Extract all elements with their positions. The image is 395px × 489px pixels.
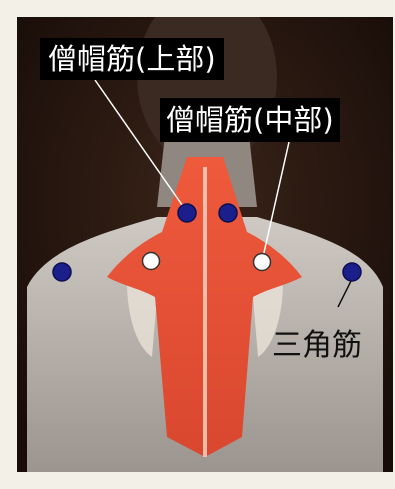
- back-illustration: [17, 17, 393, 472]
- trapezius-upper-label: 僧帽筋(上部): [40, 38, 224, 80]
- deltoid-label: 三角筋: [272, 320, 362, 364]
- upper-trapezius-point-left: [178, 204, 196, 222]
- deltoid-point-right: [343, 263, 361, 281]
- trapezius-middle-label: 僧帽筋(中部): [160, 98, 340, 142]
- upper-trapezius-point-right: [219, 204, 237, 222]
- deltoid-point-left: [53, 263, 71, 281]
- back-muscle-photo: [17, 17, 393, 472]
- middle-trapezius-point-left: [143, 253, 160, 270]
- middle-trapezius-point-right: [254, 254, 271, 271]
